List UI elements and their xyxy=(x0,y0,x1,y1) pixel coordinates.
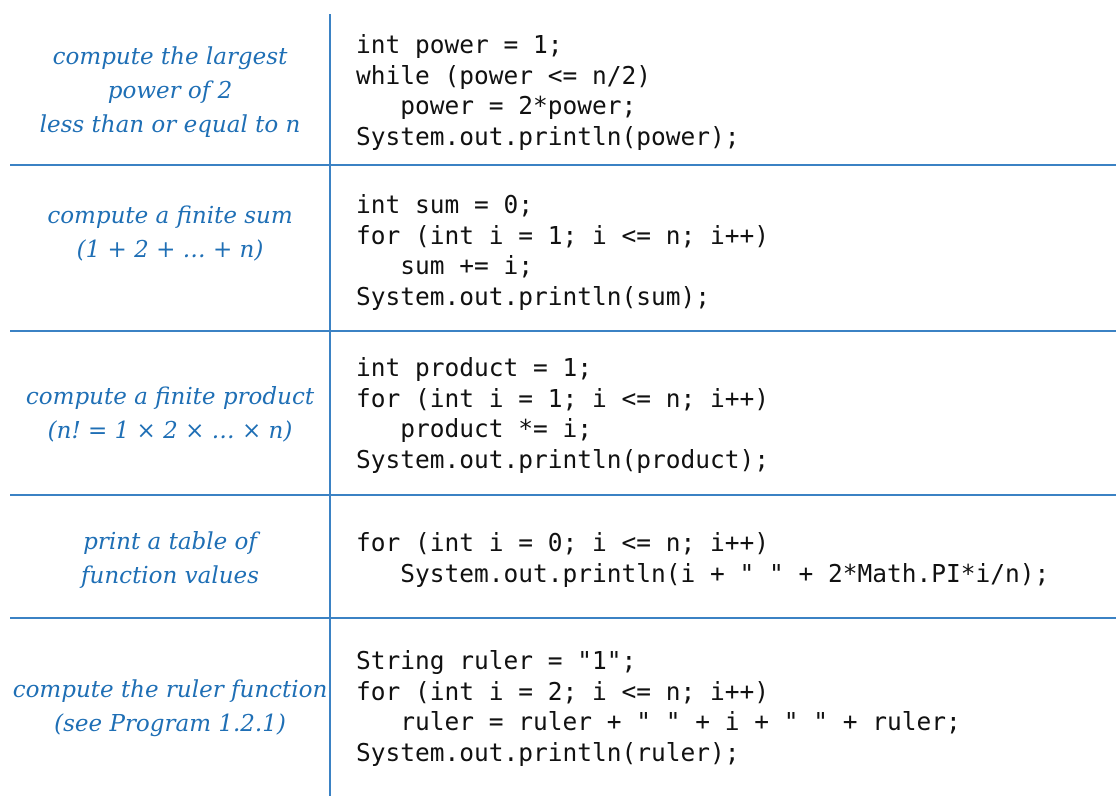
row-divider xyxy=(10,330,1116,332)
row-divider xyxy=(10,617,1116,619)
description-line: (n! = 1 × 2 × … × n) xyxy=(47,418,293,444)
code-block: for (int i = 0; i <= n; i++) System.out.… xyxy=(356,528,1049,589)
column-divider xyxy=(329,14,331,796)
description-line: power of 2 xyxy=(107,78,233,104)
code-line: int product = 1; xyxy=(356,353,593,382)
code-line: power = 2*power; xyxy=(356,91,637,120)
code-line: while (power <= n/2) xyxy=(356,60,652,90)
code-line: for (int i = 0; i <= n; i++) xyxy=(356,528,770,557)
row-divider xyxy=(10,164,1116,166)
code-line: String ruler = "1"; xyxy=(356,646,637,675)
description-line: less than or equal to n xyxy=(39,112,301,138)
code-line: int sum = 0; xyxy=(356,190,534,219)
code-line: System.out.println(sum); xyxy=(356,281,711,311)
code-line: System.out.println(ruler); xyxy=(356,737,740,767)
code-line: for (int i = 2; i <= n; i++) xyxy=(356,676,770,706)
row-description: compute the ruler function (see Program … xyxy=(10,673,330,741)
code-line: product *= i; xyxy=(356,414,593,443)
code-line: for (int i = 1; i <= n; i++) xyxy=(356,220,770,250)
code-line: ruler = ruler + " " + i + " " + ruler; xyxy=(356,707,961,736)
code-line: System.out.println(i + " " + 2*Math.PI*i… xyxy=(356,558,1050,588)
description-line: compute the largest xyxy=(52,44,288,70)
code-block: int power = 1;while (power <= n/2) power… xyxy=(356,30,740,152)
description-line: (1 + 2 + … + n) xyxy=(76,237,264,263)
code-line: for (int i = 1; i <= n; i++) xyxy=(356,383,770,413)
description-line: compute a finite product xyxy=(25,384,315,410)
description-line: (see Program 1.2.1) xyxy=(54,711,286,737)
code-line: int power = 1; xyxy=(356,30,563,59)
row-description: compute a finite product (n! = 1 × 2 × …… xyxy=(10,380,330,448)
row-description: print a table of function values xyxy=(10,525,330,593)
code-block: String ruler = "1";for (int i = 2; i <= … xyxy=(356,646,961,768)
row-description: compute a finite sum (1 + 2 + … + n) xyxy=(10,199,330,267)
code-line: sum += i; xyxy=(356,251,534,280)
description-line: print a table of xyxy=(83,529,257,555)
description-line: compute the ruler function xyxy=(12,677,328,703)
code-block: int sum = 0;for (int i = 1; i <= n; i++)… xyxy=(356,190,769,312)
row-description: compute the largest power of 2 less than… xyxy=(10,40,330,142)
description-line: compute a finite sum xyxy=(47,203,293,229)
description-line: function values xyxy=(81,563,259,589)
code-line: System.out.println(power); xyxy=(356,121,740,151)
code-line: System.out.println(product); xyxy=(356,444,770,474)
code-block: int product = 1;for (int i = 1; i <= n; … xyxy=(356,353,769,475)
row-divider xyxy=(10,494,1116,496)
